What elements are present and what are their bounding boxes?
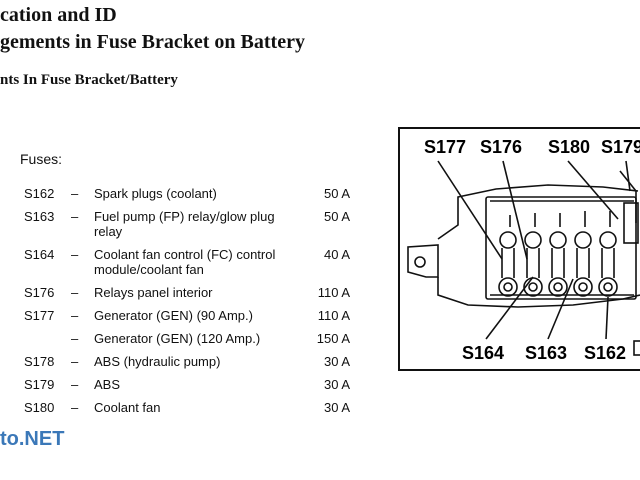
- fuse-rating: 40 A: [323, 247, 350, 262]
- label-s179: S179: [601, 137, 640, 157]
- fuse-id: S180: [24, 400, 55, 415]
- fuse-description: Relays panel interior: [94, 285, 314, 300]
- fuse-bracket-diagram: S177 S176 S180 S179 S164 S163 S162: [398, 127, 640, 371]
- label-s177: S177: [424, 137, 466, 157]
- label-s162: S162: [584, 343, 626, 363]
- fuse-description-line: Generator (GEN) (90 Amp.): [94, 308, 253, 323]
- fuse-rating: 110 A: [317, 285, 350, 300]
- fuse-rating: 30 A: [323, 377, 350, 392]
- fuse-id: S162: [24, 186, 55, 201]
- fuse-description-line: module/coolant fan: [94, 262, 204, 277]
- fuse-dash: –: [71, 247, 79, 262]
- page-title-line-2: gements in Fuse Bracket on Battery: [0, 31, 305, 53]
- fuse-description-line: Generator (GEN) (120 Amp.): [94, 331, 261, 346]
- label-s180: S180: [548, 137, 590, 157]
- label-s164: S164: [462, 343, 504, 363]
- fuse-rating: 30 A: [323, 400, 350, 415]
- fuse-description: Generator (GEN) (90 Amp.): [94, 308, 314, 323]
- fuse-dash: –: [71, 400, 79, 415]
- diagram-frame: [398, 127, 640, 371]
- fuse-rating: 50 A: [323, 186, 350, 201]
- fuse-description: Spark plugs (coolant): [94, 186, 314, 201]
- fuse-dash: –: [71, 186, 79, 201]
- fuse-id: S176: [24, 285, 55, 300]
- watermark-text: to.NET: [0, 428, 65, 450]
- fuse-dash: –: [71, 331, 79, 346]
- fuse-description: ABS (hydraulic pump): [94, 354, 314, 369]
- fuse-description-line: Coolant fan: [94, 400, 161, 415]
- fuse-description: ABS: [94, 377, 314, 392]
- fuse-bracket-drawing: [407, 160, 640, 340]
- fuse-rating: 50 A: [323, 209, 350, 224]
- fuse-id: S179: [24, 377, 55, 392]
- fuse-id: S163: [24, 209, 55, 224]
- fuse-description-line: Spark plugs (coolant): [94, 186, 217, 201]
- fuse-dash: –: [71, 209, 79, 224]
- fuse-description-line: Coolant fan control (FC) control: [94, 247, 276, 262]
- fuse-description-line: ABS (hydraulic pump): [94, 354, 221, 369]
- fuse-id: S164: [24, 247, 55, 262]
- fuse-dash: –: [71, 285, 79, 300]
- fuse-description-line: Fuel pump (FP) relay/glow plug: [94, 209, 275, 224]
- connector-square-icon: [633, 340, 640, 356]
- fuse-rating: 110 A: [317, 308, 350, 323]
- fuse-dash: –: [71, 354, 79, 369]
- label-s176: S176: [480, 137, 522, 157]
- fuse-dash: –: [71, 377, 79, 392]
- fuse-rating: 150 A: [316, 331, 350, 346]
- fuse-id: S177: [24, 308, 55, 323]
- fuse-dash: –: [71, 308, 79, 323]
- page-title-line-1: cation and ID: [0, 4, 117, 26]
- fuse-description-line: Relays panel interior: [94, 285, 213, 300]
- fuse-id: S178: [24, 354, 55, 369]
- label-s163: S163: [525, 343, 567, 363]
- fuse-description: Generator (GEN) (120 Amp.): [94, 331, 314, 346]
- section-subtitle: nts In Fuse Bracket/Battery: [0, 72, 178, 88]
- fuses-heading: Fuses:: [20, 151, 63, 167]
- fuse-description: Coolant fan: [94, 400, 314, 415]
- fuse-description-line: ABS: [94, 377, 121, 392]
- fuse-description-line: relay: [94, 224, 123, 239]
- fuse-rating: 30 A: [323, 354, 350, 369]
